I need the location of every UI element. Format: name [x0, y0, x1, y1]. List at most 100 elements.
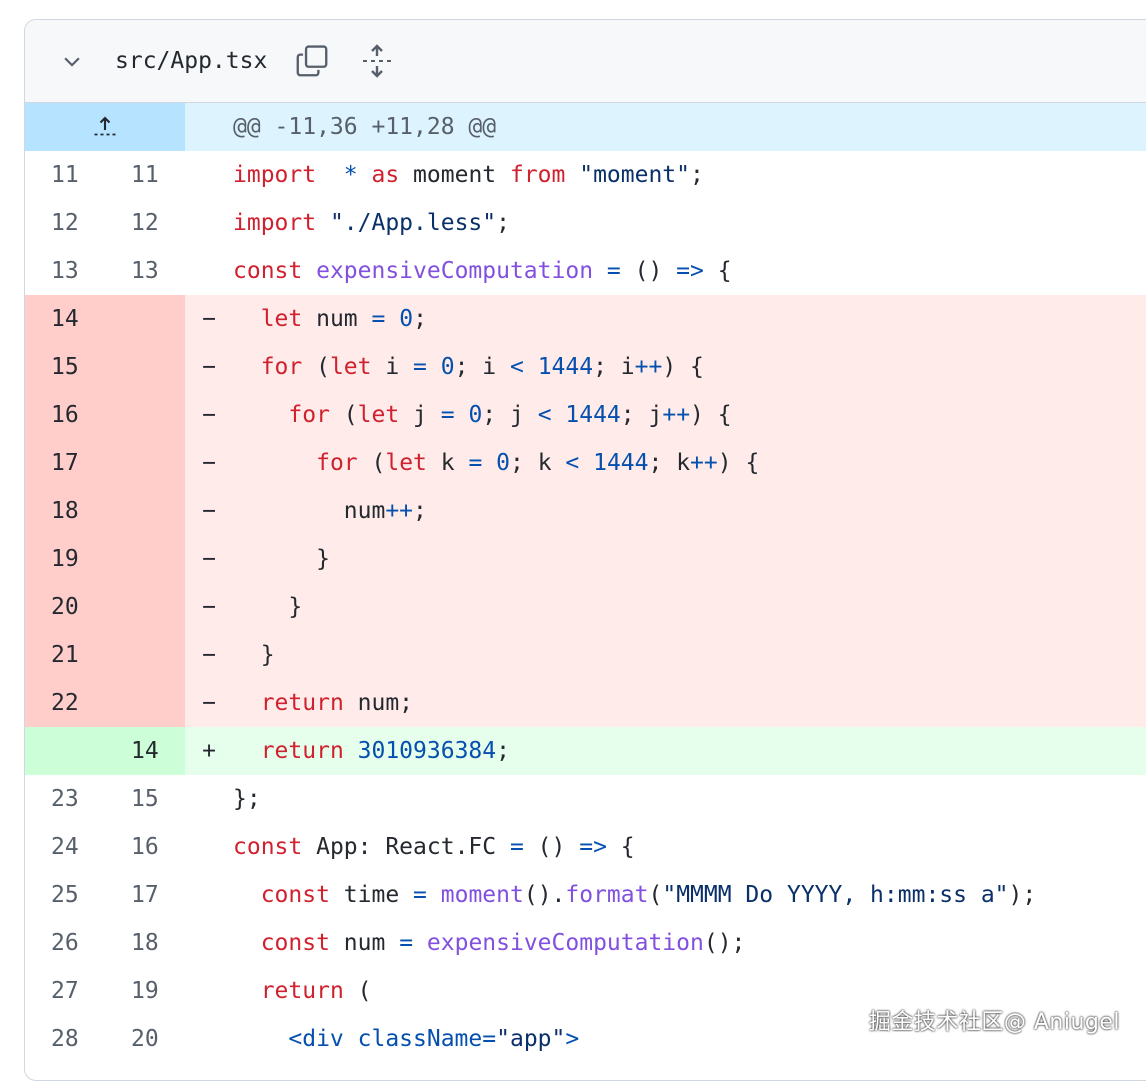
code-token: 1444 — [579, 450, 649, 476]
new-line-number[interactable] — [105, 679, 185, 727]
code-token: 1444 — [551, 402, 621, 428]
old-line-number[interactable]: 19 — [25, 535, 105, 583]
new-line-number[interactable] — [105, 439, 185, 487]
code-token: return — [260, 690, 344, 716]
old-line-number[interactable]: 18 — [25, 487, 105, 535]
code-text: const expensiveComputation = () => { — [233, 247, 1146, 295]
diff-marker — [185, 199, 233, 247]
code-token: = — [482, 1026, 497, 1052]
new-line-number[interactable] — [105, 343, 185, 391]
code-token: = — [399, 930, 414, 956]
old-line-number[interactable]: 20 — [25, 583, 105, 631]
code-token: ++ — [662, 402, 691, 428]
new-line-number[interactable]: 19 — [131, 978, 159, 1004]
diff-marker: − — [202, 642, 216, 668]
old-line-number[interactable]: 21 — [25, 631, 105, 679]
code-token: return — [260, 738, 344, 764]
new-line-number[interactable]: 20 — [131, 1026, 159, 1052]
code-token: 0 — [482, 450, 510, 476]
diff-marker: − — [202, 450, 216, 476]
code-token — [233, 978, 261, 1004]
new-line-number[interactable]: 14 — [105, 727, 185, 775]
code-token: j — [399, 402, 441, 428]
code-text: import * as moment from "moment"; — [233, 151, 1146, 199]
code-token: ++ — [690, 450, 718, 476]
new-line-number[interactable] — [105, 583, 185, 631]
code-token: = — [413, 882, 427, 908]
diff-marker — [185, 775, 233, 823]
old-line-number[interactable]: 16 — [25, 391, 105, 439]
code-token: moment — [399, 162, 510, 188]
new-line-number[interactable]: 16 — [131, 834, 159, 860]
code-token: for — [316, 450, 358, 476]
chevron-down-icon[interactable] — [61, 20, 83, 102]
code-token: (). — [523, 882, 566, 908]
code-token: ; — [496, 738, 510, 764]
code-token: k — [426, 450, 469, 476]
old-line-number[interactable] — [25, 727, 105, 775]
diff-line-del: 19− } — [25, 535, 1146, 583]
file-name[interactable]: src/App.tsx — [115, 48, 268, 74]
code-text: return num; — [233, 679, 1146, 727]
new-line-number[interactable] — [105, 535, 185, 583]
old-line-number[interactable]: 17 — [25, 439, 105, 487]
new-line-number[interactable] — [105, 487, 185, 535]
diff-line-del: 21− } — [25, 631, 1146, 679]
new-line-number[interactable]: 18 — [131, 930, 159, 956]
code-token: ( — [343, 978, 372, 1004]
code-token: 1444 — [523, 354, 594, 380]
diff-marker — [185, 823, 233, 871]
code-token: 0 — [454, 402, 483, 428]
code-token — [233, 882, 261, 908]
new-line-number[interactable]: 11 — [131, 162, 159, 188]
old-line-number[interactable]: 14 — [25, 295, 105, 343]
old-line-number[interactable]: 26 — [51, 930, 79, 956]
old-line-number[interactable]: 13 — [51, 258, 79, 284]
code-text: const num = expensiveComputation(); — [233, 919, 1146, 967]
code-text: import "./App.less"; — [233, 199, 1146, 247]
new-line-number[interactable]: 13 — [131, 258, 159, 284]
old-line-number[interactable]: 24 — [51, 834, 79, 860]
unfold-icon[interactable] — [361, 20, 393, 102]
code-token: ; j — [482, 402, 538, 428]
diff-line-del: 20− } — [25, 583, 1146, 631]
old-line-number[interactable]: 22 — [25, 679, 105, 727]
code-token: ; i — [454, 354, 510, 380]
new-line-number[interactable] — [105, 631, 185, 679]
code-token: 0 — [385, 306, 414, 332]
code-token: } — [233, 594, 303, 620]
new-line-number[interactable] — [105, 295, 185, 343]
code-token: from — [509, 162, 566, 188]
new-line-number[interactable] — [105, 391, 185, 439]
code-token: ( — [357, 450, 386, 476]
code-text: num++; — [233, 487, 1146, 535]
code-token: = — [440, 402, 455, 428]
code-text: for (let i = 0; i < 1444; i++) { — [233, 343, 1146, 391]
watermark: 掘金技术社区@ Aniugel — [868, 1010, 1120, 1035]
code-token: ) { — [717, 450, 760, 476]
old-line-number[interactable]: 25 — [51, 882, 79, 908]
code-token: App: React.FC — [302, 834, 510, 860]
old-line-number[interactable]: 28 — [51, 1026, 79, 1052]
copy-icon[interactable] — [295, 20, 329, 102]
code-text: for (let k = 0; k < 1444; k++) { — [233, 439, 1146, 487]
code-token: > — [565, 1026, 580, 1052]
code-text: } — [233, 583, 1146, 631]
diff-line-del: 14− let num = 0; — [25, 295, 1146, 343]
new-line-number[interactable]: 15 — [131, 786, 159, 812]
code-token: num; — [343, 690, 414, 716]
old-line-number[interactable]: 27 — [51, 978, 79, 1004]
old-line-number[interactable]: 15 — [25, 343, 105, 391]
new-line-number[interactable]: 12 — [131, 210, 159, 236]
old-line-number[interactable]: 23 — [51, 786, 79, 812]
expand-up-icon[interactable] — [25, 103, 185, 151]
new-line-number[interactable]: 17 — [131, 882, 159, 908]
old-line-number[interactable]: 11 — [51, 162, 79, 188]
code-token: num — [233, 498, 386, 524]
code-token: num — [302, 306, 372, 332]
code-token: 3010936384 — [343, 738, 497, 764]
old-line-number[interactable]: 12 — [51, 210, 79, 236]
code-token: ; — [690, 162, 704, 188]
